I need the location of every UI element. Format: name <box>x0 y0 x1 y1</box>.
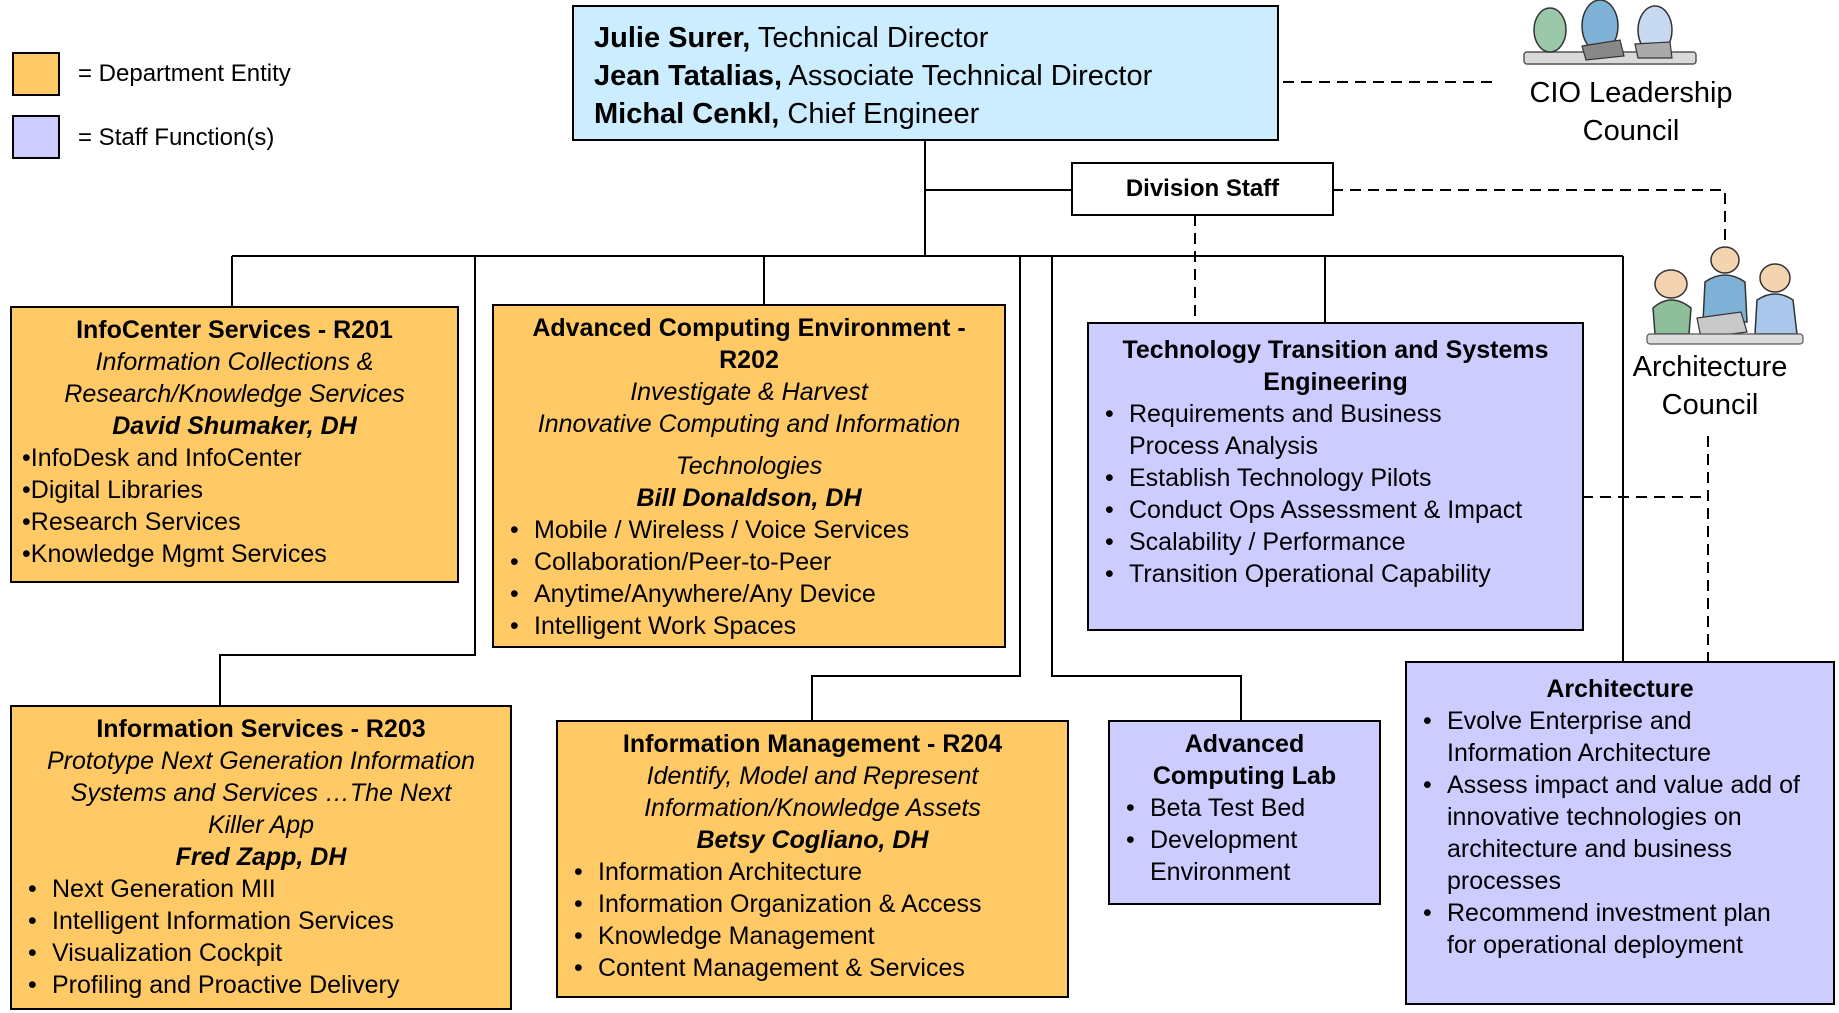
r202-title-1: Advanced Computing Environment - <box>532 314 966 342</box>
director-line-3: Michal Cenkl, Chief Engineer <box>594 98 980 130</box>
r203-subtitle-2: Systems and Services …The Next <box>70 779 452 807</box>
list-item: Knowledge Mgmt Services <box>22 538 447 570</box>
r201-subtitle-1: Information Collections & <box>95 348 374 376</box>
r203-title: Information Services - R203 <box>96 715 426 743</box>
list-item: Intelligent Work Spaces <box>504 610 994 642</box>
r204-box: Information Management - R204 Identify, … <box>556 720 1069 998</box>
lab-list: Beta Test Bed Development Environment <box>1120 792 1369 888</box>
r202-head: Bill Donaldson, DH <box>636 484 862 512</box>
r201-title: InfoCenter Services - R201 <box>76 316 393 344</box>
list-item: Recommend investment plan for operationa… <box>1417 897 1823 961</box>
architecture-box: Architecture Evolve Enterprise and Infor… <box>1405 661 1835 1005</box>
connector-r203 <box>219 256 476 706</box>
list-item: Beta Test Bed <box>1120 792 1369 824</box>
list-item: Evolve Enterprise and Information Archit… <box>1417 705 1823 769</box>
r203-list: Next Generation MII Intelligent Informat… <box>22 873 500 1001</box>
computing-lab-box: Advanced Computing Lab Beta Test Bed Dev… <box>1108 720 1381 905</box>
r204-list: Information Architecture Information Org… <box>568 856 1057 984</box>
division-staff-label: Division Staff <box>1125 175 1280 202</box>
list-item: Development Environment <box>1120 824 1369 888</box>
connector-r204 <box>811 256 1021 721</box>
r201-list: InfoDesk and InfoCenter Digital Librarie… <box>22 442 447 570</box>
list-item: Information Organization & Access <box>568 888 1057 920</box>
list-item: Scalability / Performance <box>1099 526 1572 558</box>
list-item: Digital Libraries <box>22 474 447 506</box>
lab-title-2: Computing Lab <box>1152 762 1337 790</box>
list-item: Research Services <box>22 506 447 538</box>
legend-label-department: = Department Entity <box>78 60 291 87</box>
tt-title-2: Engineering <box>1263 368 1408 396</box>
tt-list: Requirements and Business Process Analys… <box>1099 398 1572 590</box>
r201-subtitle-2: Research/Knowledge Services <box>64 380 405 408</box>
r202-box: Advanced Computing Environment - R202 In… <box>492 304 1006 648</box>
list-item: Collaboration/Peer-to-Peer <box>504 546 994 578</box>
r202-title-2: R202 <box>719 346 779 374</box>
legend-swatch-department <box>12 52 60 96</box>
list-item: Mobile / Wireless / Voice Services <box>504 514 994 546</box>
r204-head: Betsy Cogliano, DH <box>696 826 929 854</box>
list-item: Conduct Ops Assessment & Impact <box>1099 494 1572 526</box>
list-item: Profiling and Proactive Delivery <box>22 969 500 1001</box>
list-item: Visualization Cockpit <box>22 937 500 969</box>
tech-transition-box: Technology Transition and Systems Engine… <box>1087 322 1584 631</box>
r203-head: Fred Zapp, DH <box>175 843 347 871</box>
tt-title-1: Technology Transition and Systems <box>1122 336 1549 364</box>
list-item: Anytime/Anywhere/Any Device <box>504 578 994 610</box>
r202-subtitle-1: Investigate & Harvest <box>630 378 868 406</box>
arch-title: Architecture <box>1546 675 1694 703</box>
division-staff-box: Division Staff <box>1071 162 1334 216</box>
list-item: InfoDesk and InfoCenter <box>22 442 447 474</box>
r204-subtitle-1: Identify, Model and Represent <box>646 762 979 790</box>
dashed-staff-to-arch-council <box>1332 189 1726 245</box>
r201-head: David Shumaker, DH <box>112 412 357 440</box>
list-item: Requirements and Business Process Analys… <box>1099 398 1572 462</box>
legend-swatch-staff <box>12 115 60 159</box>
lab-title-1: Advanced <box>1184 730 1305 758</box>
r202-list: Mobile / Wireless / Voice Services Colla… <box>504 514 994 642</box>
director-line-2: Jean Tatalias, Associate Technical Direc… <box>594 60 1153 92</box>
meeting-people-icon <box>1523 0 1697 65</box>
arch-list: Evolve Enterprise and Information Archit… <box>1417 705 1823 961</box>
list-item: Transition Operational Capability <box>1099 558 1572 590</box>
r203-subtitle-3: Killer App <box>207 811 315 839</box>
r202-subtitle-3: Technologies <box>675 452 823 480</box>
cio-council-label: CIO Leadership Council <box>1529 77 1733 147</box>
r204-title: Information Management - R204 <box>622 730 1003 758</box>
list-item: Knowledge Management <box>568 920 1057 952</box>
list-item: Intelligent Information Services <box>22 905 500 937</box>
legend-label-staff: = Staff Function(s) <box>78 124 275 151</box>
r203-box: Information Services - R203 Prototype Ne… <box>10 705 512 1010</box>
list-item: Assess impact and value add of innovativ… <box>1417 769 1823 897</box>
director-line-1: Julie Surer, Technical Director <box>594 22 989 54</box>
r201-box: InfoCenter Services - R201 Information C… <box>10 306 459 583</box>
list-item: Content Management & Services <box>568 952 1057 984</box>
meeting-people-icon <box>1646 246 1804 345</box>
arch-council-label: Architecture Council <box>1632 351 1788 421</box>
list-item: Next Generation MII <box>22 873 500 905</box>
list-item: Establish Technology Pilots <box>1099 462 1572 494</box>
connector-lab <box>1051 256 1242 721</box>
r202-subtitle-2: Innovative Computing and Information <box>537 410 961 438</box>
list-item: Information Architecture <box>568 856 1057 888</box>
director-box: Julie Surer, Technical Director Jean Tat… <box>572 5 1279 141</box>
r203-subtitle-1: Prototype Next Generation Information <box>46 747 475 775</box>
r204-subtitle-2: Information/Knowledge Assets <box>644 794 981 822</box>
